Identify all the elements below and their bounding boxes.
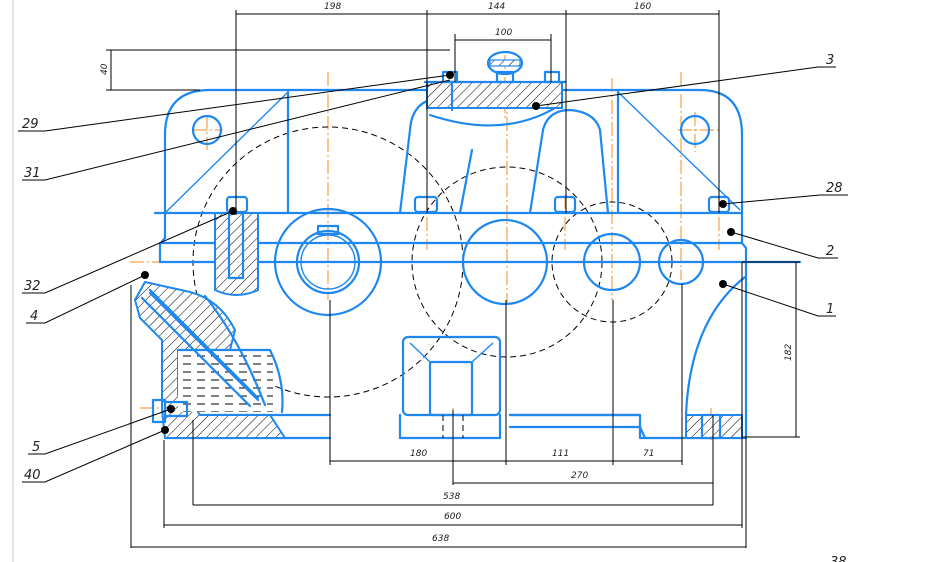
oil-sump-section — [133, 280, 287, 439]
callout-leaders — [18, 66, 848, 483]
callout-40: 40 — [24, 468, 41, 483]
dim-538: 538 — [443, 492, 460, 502]
dim-180: 180 — [410, 449, 427, 459]
callout-31: 31 — [24, 166, 41, 181]
dim-111: 111 — [552, 449, 569, 459]
callout-labels: 29 31 32 4 5 40 3 28 2 1 38 — [22, 53, 847, 562]
flange-bolts — [214, 195, 731, 296]
dim-40: 40 — [100, 63, 110, 75]
dim-160: 160 — [634, 2, 651, 12]
callout-32: 32 — [24, 279, 41, 294]
dimension-labels: 198 144 160 100 40 182 180 111 71 270 53… — [100, 2, 794, 544]
callout-29: 29 — [22, 117, 39, 132]
dim-182: 182 — [784, 344, 794, 361]
callout-28: 28 — [826, 181, 843, 196]
callout-2: 2 — [826, 244, 834, 259]
dim-198: 198 — [324, 2, 341, 12]
dim-144: 144 — [488, 2, 505, 12]
dimension-lines — [106, 10, 800, 548]
callout-3: 3 — [826, 53, 834, 68]
bearing-bores — [273, 207, 705, 317]
callout-1: 1 — [826, 302, 834, 317]
dim-270: 270 — [571, 471, 588, 481]
dim-600: 600 — [444, 512, 461, 522]
dim-100: 100 — [495, 28, 512, 38]
dim-71: 71 — [643, 449, 654, 459]
callout-38: 38 — [830, 555, 847, 562]
callout-5: 5 — [32, 440, 40, 455]
dim-638: 638 — [432, 534, 449, 544]
callout-4: 4 — [30, 309, 38, 324]
